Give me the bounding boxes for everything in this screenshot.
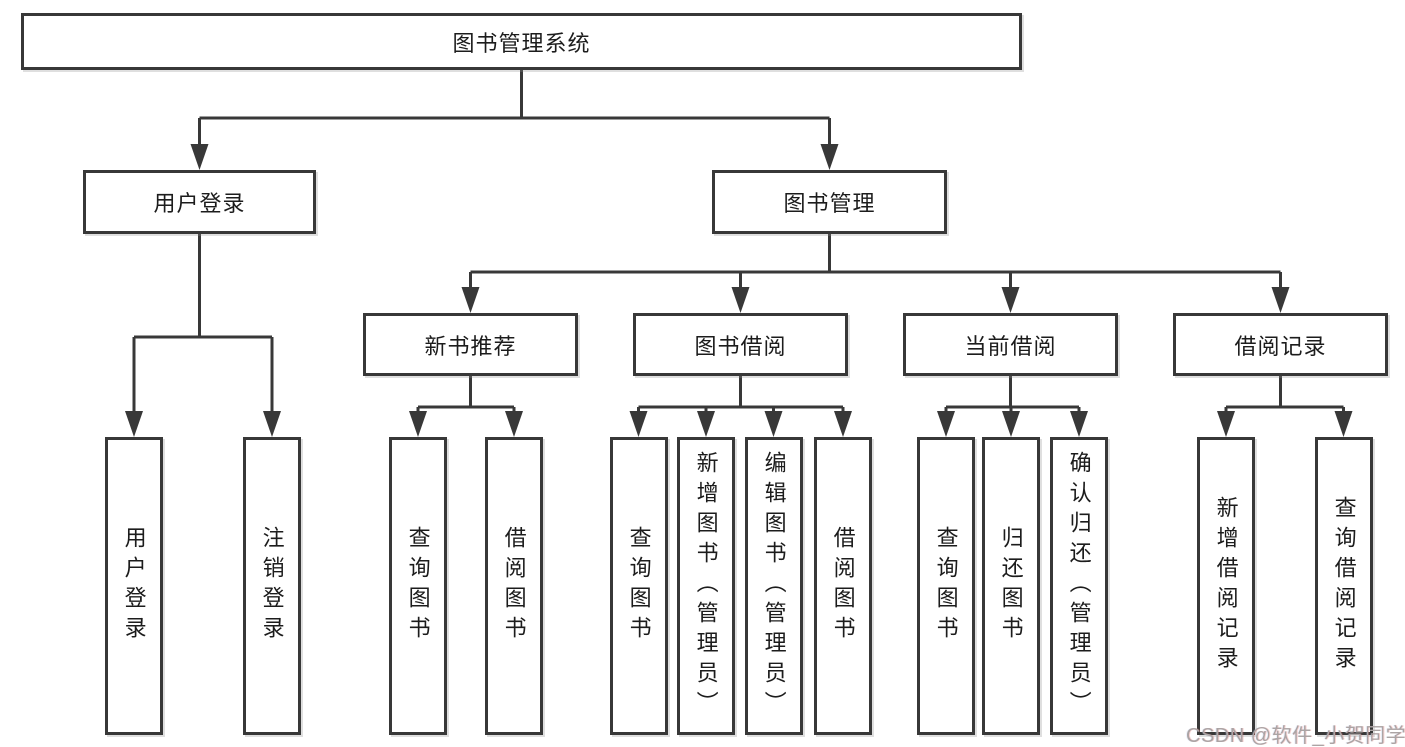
node-label: 借阅图书 — [830, 526, 856, 646]
node-label: 新书推荐 — [424, 333, 517, 359]
node-label: 查询图书 — [626, 526, 652, 646]
node-label: 当前借阅 — [964, 333, 1057, 359]
node-label: 确认归还（管理员） — [1066, 451, 1092, 721]
leaf-borrow-borrow-books: 借阅图书 — [814, 437, 872, 735]
node-label: 查询图书 — [405, 526, 431, 646]
node-current-borrow: 当前借阅 — [903, 313, 1118, 376]
node-new-book-recommend: 新书推荐 — [363, 313, 578, 376]
leaf-logout-login: 注销登录 — [243, 437, 301, 735]
node-label: 用户登录 — [153, 191, 246, 216]
node-label: 借阅记录 — [1234, 333, 1327, 359]
node-label: 用户登录 — [121, 526, 147, 646]
node-book-borrow: 图书借阅 — [633, 313, 848, 376]
node-label: 新增借阅记录 — [1213, 496, 1239, 676]
node-library-system: 图书管理系统 — [21, 13, 1022, 70]
node-label: 借阅图书 — [501, 526, 527, 646]
leaf-current-query-books: 查询图书 — [917, 437, 975, 735]
leaf-current-confirm-return-admin: 确认归还（管理员） — [1050, 437, 1108, 735]
node-user-login: 用户登录 — [83, 170, 316, 234]
node-label: 查询借阅记录 — [1331, 496, 1357, 676]
leaf-borrow-query-books: 查询图书 — [610, 437, 668, 735]
node-label: 注销登录 — [259, 526, 285, 646]
node-borrow-records: 借阅记录 — [1173, 313, 1388, 376]
leaf-records-query-record: 查询借阅记录 — [1315, 437, 1373, 735]
node-label: 新增图书（管理员） — [693, 451, 719, 721]
leaf-borrow-edit-books-admin: 编辑图书（管理员） — [745, 437, 803, 735]
leaf-user-login: 用户登录 — [105, 437, 163, 735]
node-label: 编辑图书（管理员） — [761, 451, 787, 721]
leaf-records-add-record: 新增借阅记录 — [1197, 437, 1255, 735]
node-label: 归还图书 — [998, 526, 1024, 646]
node-label: 图书管理 — [783, 191, 876, 216]
leaf-borrow-add-books-admin: 新增图书（管理员） — [677, 437, 735, 735]
node-label: 查询图书 — [933, 526, 959, 646]
node-label: 图书借阅 — [694, 333, 787, 359]
leaf-recommend-borrow-books: 借阅图书 — [485, 437, 543, 735]
node-book-management: 图书管理 — [712, 170, 947, 234]
node-label: 图书管理系统 — [452, 30, 591, 56]
leaf-current-return-books: 归还图书 — [982, 437, 1040, 735]
csdn-watermark: CSDN @软件_小贺同学 — [1186, 725, 1405, 747]
leaf-recommend-query-books: 查询图书 — [389, 437, 447, 735]
